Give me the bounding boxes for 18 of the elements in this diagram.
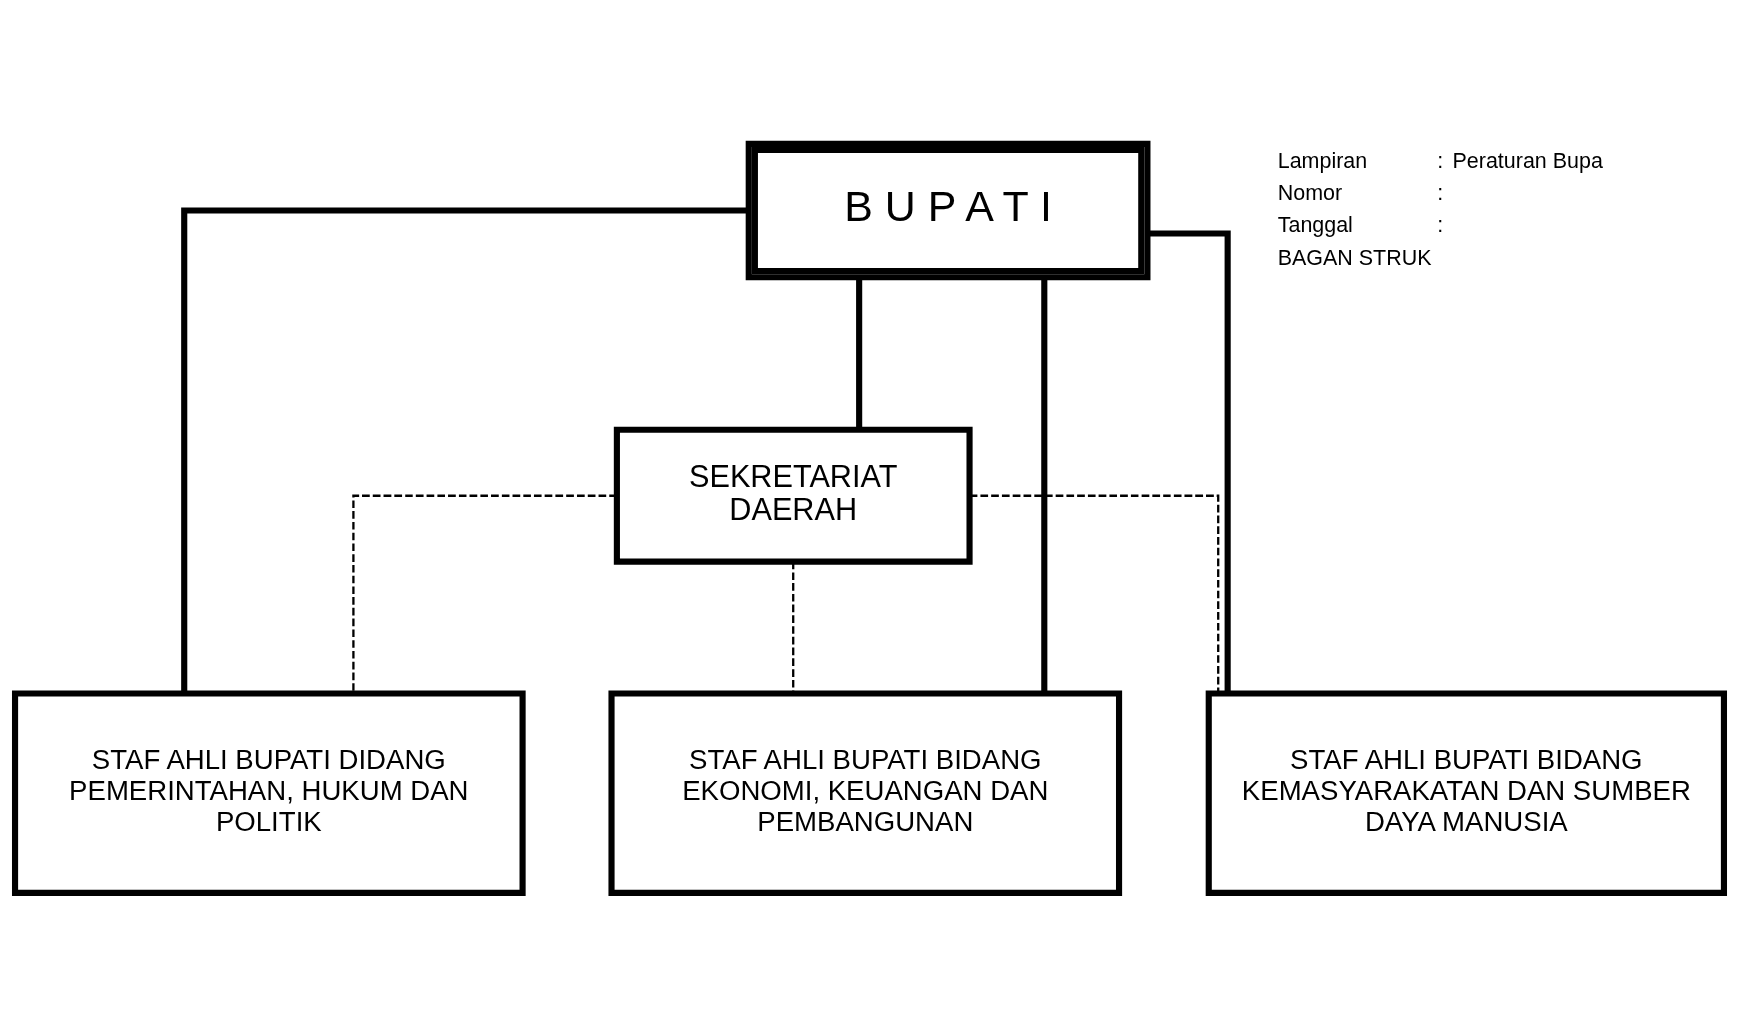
node-box: B U P A T I (745, 140, 1151, 280)
connector (1147, 229, 1231, 693)
label: : (1437, 212, 1444, 237)
label: Nomor (1277, 180, 1343, 205)
node-box: STAF AHLI BUPATI BIDANG KEMASYARAKATAN DAN SUMBER DAYA MANUSIA (1205, 689, 1727, 896)
label: : (1437, 180, 1444, 205)
connector (969, 494, 1220, 693)
node-box: SEKRETARIAT DAERAH (613, 426, 973, 565)
label: Lampiran (1277, 148, 1368, 173)
node-box: STAF AHLI BUPATI DIDANG PEMERINTAHAN, HUKUM DAN POLITIK (12, 689, 526, 896)
label: Peraturan Bupa (1452, 148, 1603, 173)
label: Tanggal (1277, 212, 1353, 237)
connector (181, 206, 749, 693)
connector (352, 494, 617, 693)
node-box: STAF AHLI BUPATI BIDANG EKONOMI, KEUANGAN DAN PEMBANGUNAN (608, 689, 1123, 896)
connector (792, 561, 795, 693)
label: : (1437, 148, 1444, 173)
label: BAGAN STRUK (1277, 245, 1432, 270)
